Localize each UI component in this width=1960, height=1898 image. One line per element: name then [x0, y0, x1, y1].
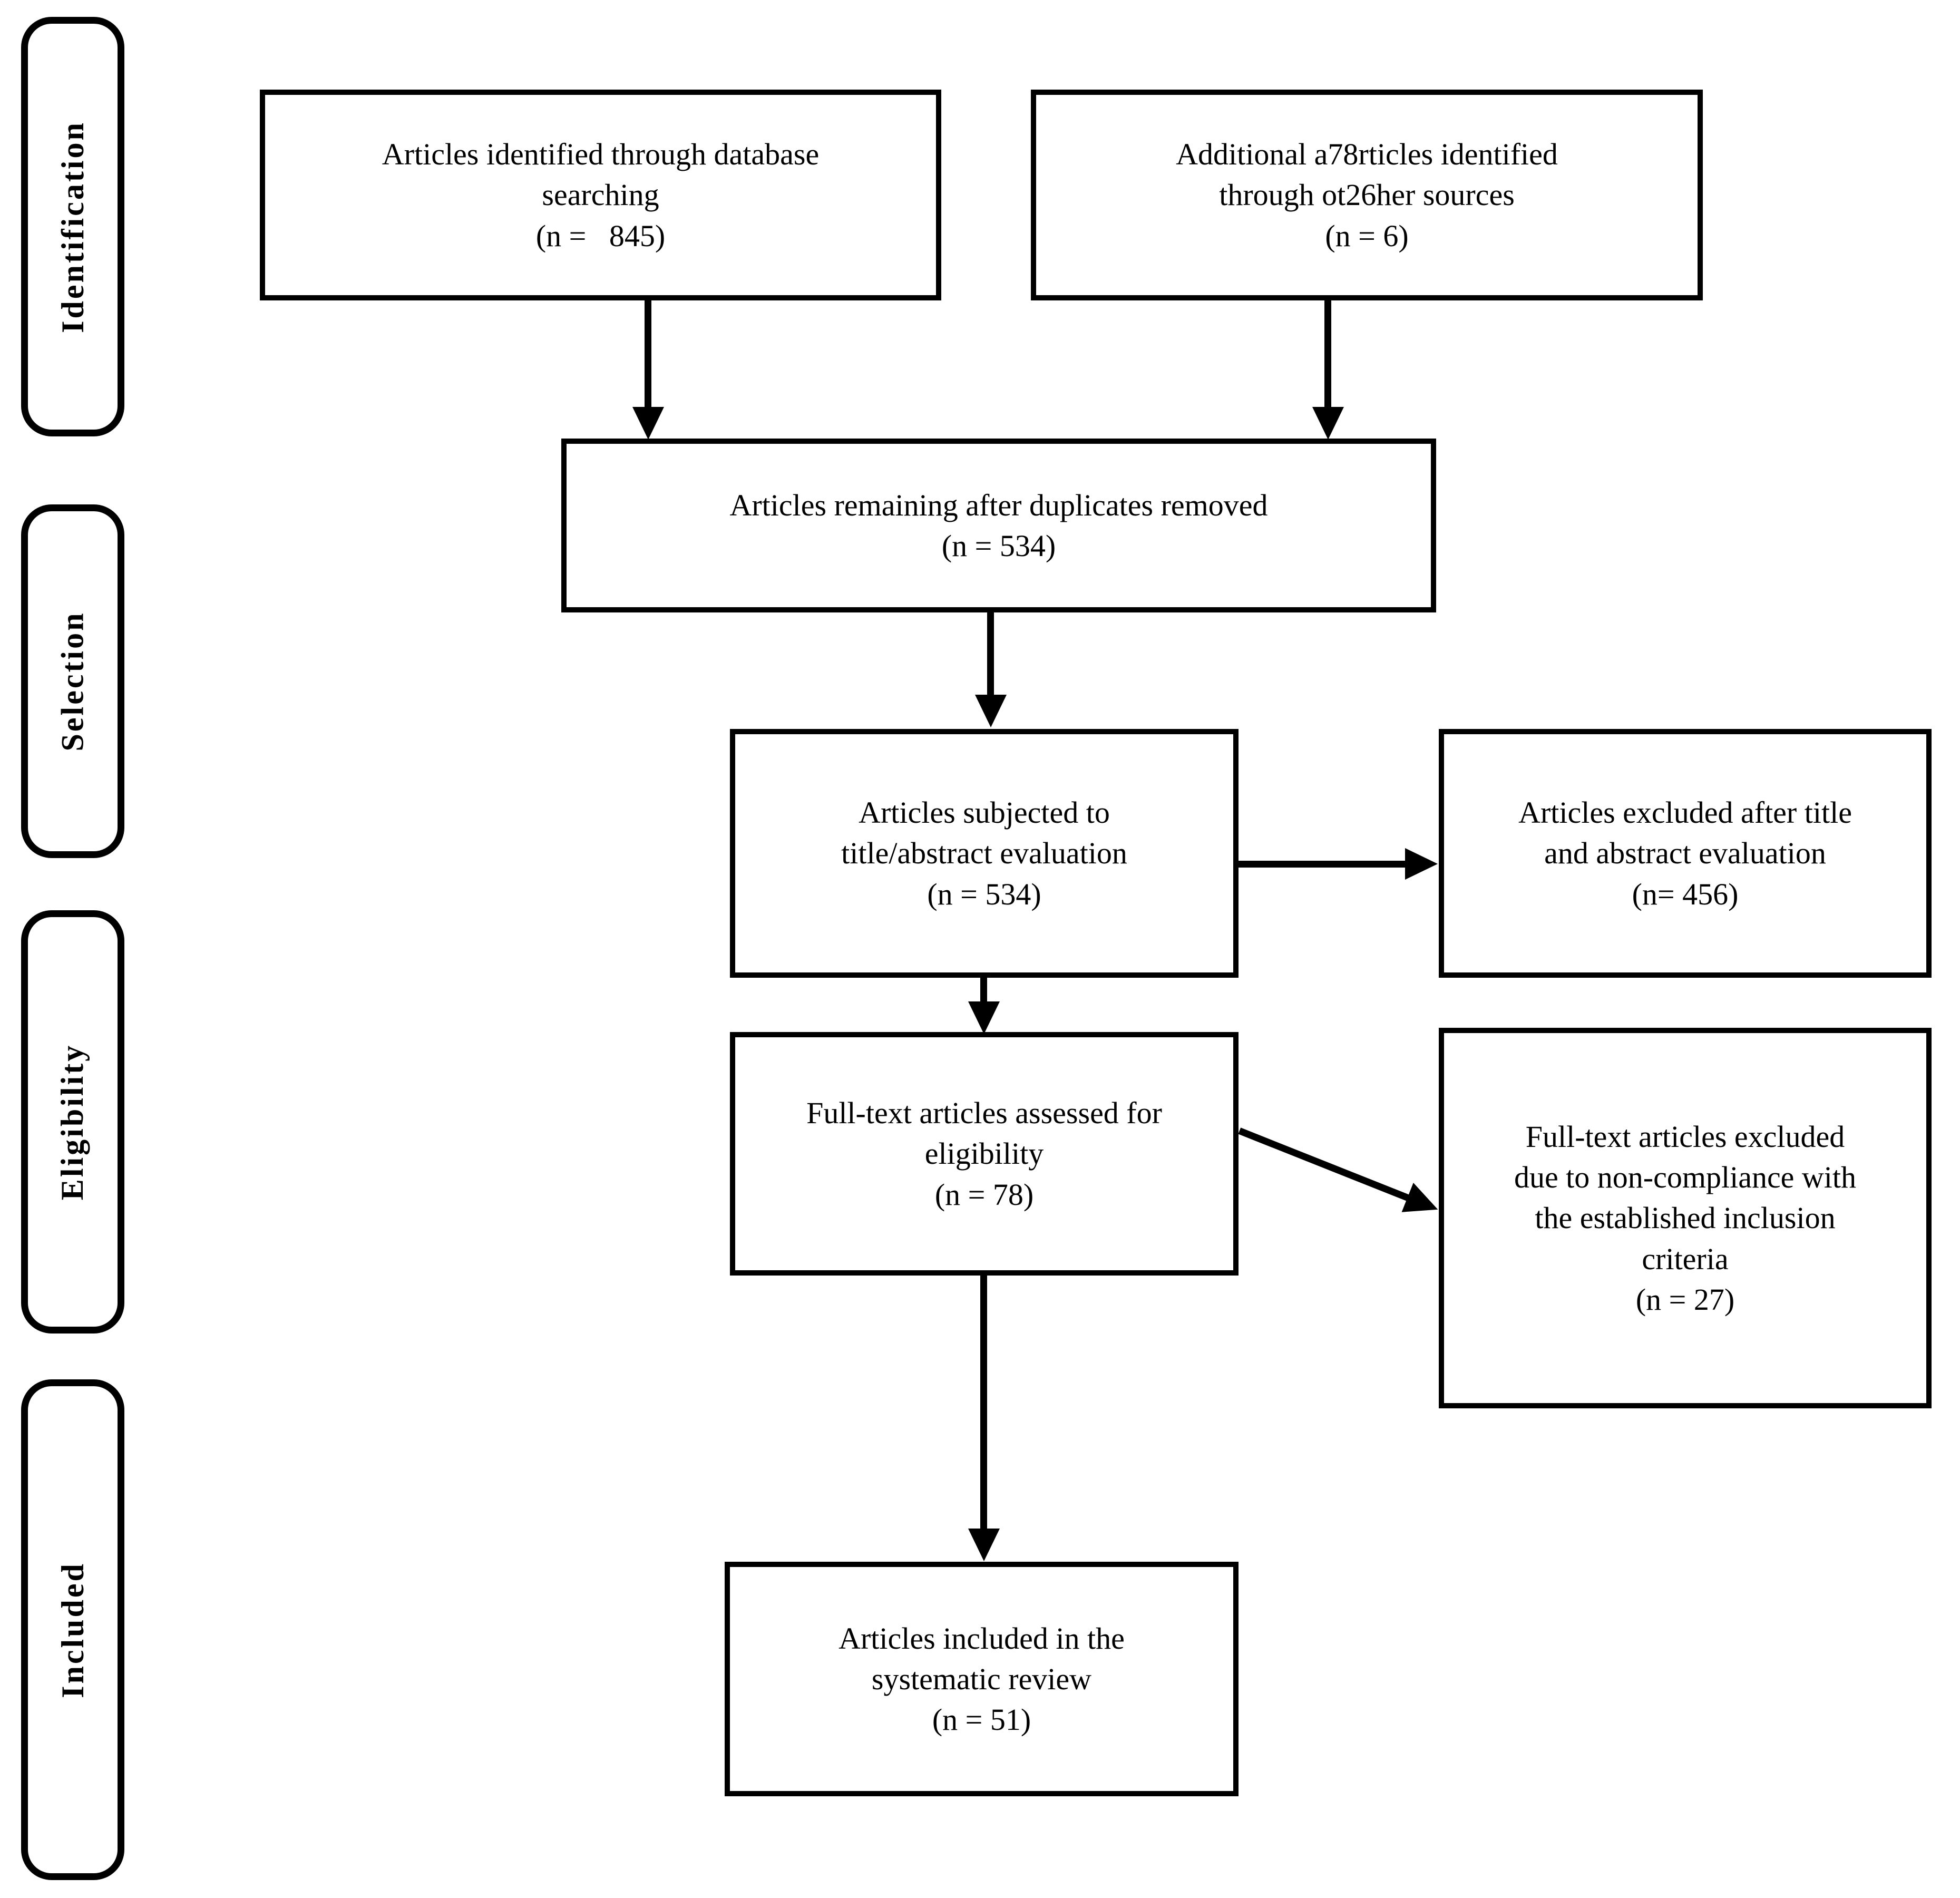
box-fulltext-assessed: Full-text articles assessed for eligibil… — [730, 1032, 1239, 1276]
box-included-review: Articles included in the systematic revi… — [725, 1562, 1239, 1796]
stage-label-selection-text: Selection — [55, 611, 90, 752]
arrow-identified-to-duplicates-head-icon — [632, 407, 664, 440]
arrow-evaluation-to-excluded-head-icon — [1405, 848, 1438, 880]
box-title-abstract-evaluation: Articles subjected to title/abstract eva… — [730, 729, 1239, 978]
arrow-additional-to-duplicates-line — [1324, 298, 1331, 410]
arrow-evaluation-to-fulltext-line — [980, 975, 987, 1006]
arrow-fulltext-to-excluded-line — [1238, 1127, 1410, 1202]
stage-label-identification-text: Identification — [55, 120, 90, 333]
stage-label-identification: Identification — [21, 17, 124, 436]
stage-label-included-text: Included — [55, 1561, 90, 1698]
arrow-fulltext-to-included-head-icon — [968, 1529, 1000, 1561]
arrow-fulltext-to-excluded — [1234, 1115, 1444, 1224]
arrow-identified-to-duplicates-line — [645, 298, 651, 410]
stage-label-eligibility-text: Eligibility — [55, 1043, 90, 1201]
arrow-duplicates-to-evaluation-line — [987, 610, 994, 697]
box-additional-sources: Additional a78rticles identified through… — [1031, 90, 1703, 300]
box-excluded-title-abstract: Articles excluded after title and abstra… — [1439, 729, 1932, 978]
stage-label-eligibility: Eligibility — [21, 910, 124, 1334]
arrow-evaluation-to-excluded-line — [1236, 861, 1407, 868]
box-after-duplicates: Articles remaining after duplicates remo… — [561, 439, 1436, 612]
arrow-fulltext-to-excluded-head-icon — [1401, 1182, 1444, 1224]
arrow-additional-to-duplicates-head-icon — [1312, 407, 1344, 440]
arrow-fulltext-to-included-line — [980, 1273, 987, 1531]
arrow-duplicates-to-evaluation-head-icon — [975, 695, 1007, 727]
box-fulltext-excluded: Full-text articles excluded due to non-c… — [1439, 1028, 1932, 1408]
stage-label-included: Included — [21, 1379, 124, 1880]
arrow-evaluation-to-fulltext-head-icon — [968, 1001, 1000, 1034]
stage-label-selection: Selection — [21, 504, 124, 858]
box-identified-database: Articles identified through database sea… — [260, 90, 941, 300]
